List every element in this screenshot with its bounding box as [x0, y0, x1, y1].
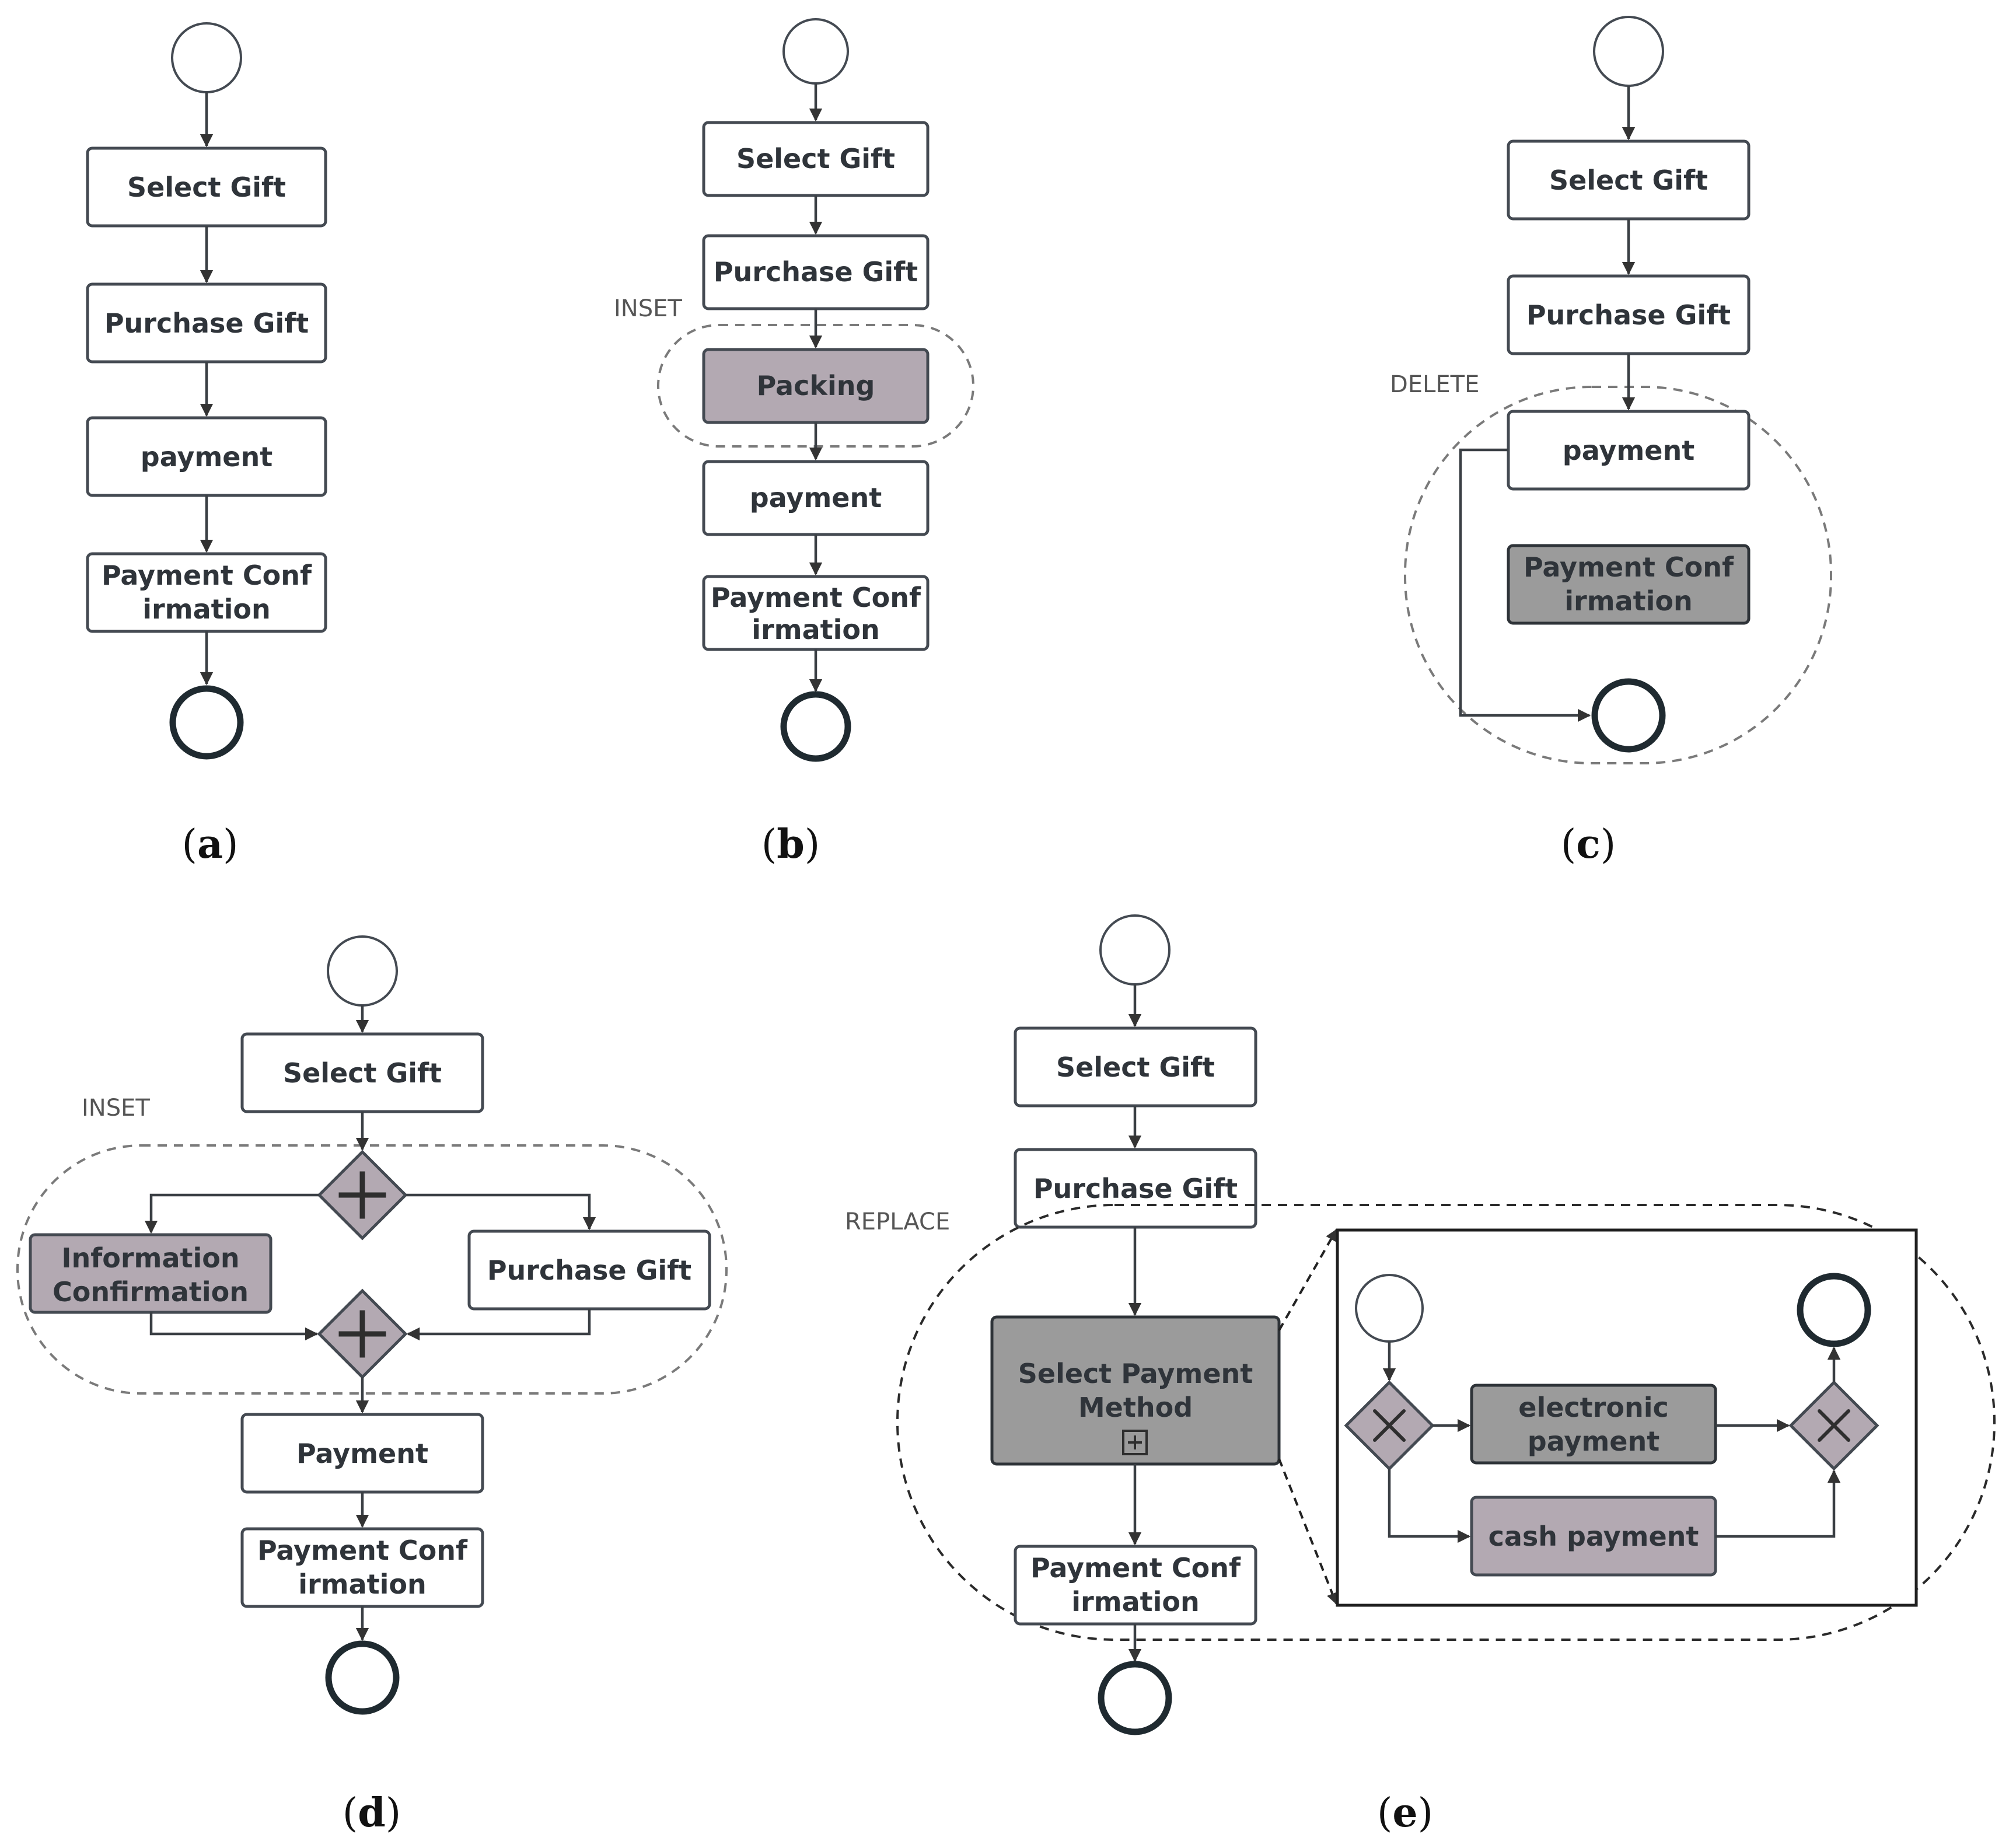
- task-label: irmation: [1564, 585, 1693, 617]
- task-label: Purchase Gift: [1526, 299, 1731, 331]
- end-event: [169, 685, 244, 760]
- panel-caption: (a): [181, 821, 238, 868]
- parallel-join-gateway: [317, 1288, 408, 1379]
- panel-c: Select Gift Purchase Gift DELETE payment…: [1390, 16, 1832, 868]
- panel-caption: (e): [1377, 1790, 1433, 1836]
- task-label: Purchase Gift: [104, 308, 309, 339]
- expansion-connector: [1278, 1229, 1337, 1331]
- task-label: Packing: [757, 370, 875, 401]
- task-label: Confirmation: [53, 1276, 249, 1308]
- replace-group-boundary: [896, 1204, 1996, 1641]
- task-label: irmation: [752, 614, 880, 645]
- panel-e: Select Gift Purchase Gift REPLACE Select…: [845, 914, 1996, 1836]
- task-label: Select Payment: [1018, 1358, 1253, 1389]
- expansion-connector: [1278, 1458, 1338, 1605]
- end-event: [780, 691, 851, 762]
- sequence-flow: [1388, 1469, 1471, 1543]
- task-electronic-payment: [1470, 1384, 1717, 1465]
- exclusive-join-gateway: [1788, 1380, 1879, 1471]
- task-label: Payment Conf: [257, 1535, 468, 1566]
- end-event: [1797, 1273, 1871, 1347]
- bypass-sequence-flow: [1459, 448, 1591, 722]
- subprocess-expand-icon: [1122, 1430, 1148, 1455]
- delete-group-boundary: [1404, 386, 1832, 764]
- change-pattern-tag: DELETE: [1390, 371, 1479, 398]
- change-pattern-tag: REPLACE: [845, 1208, 950, 1235]
- task-label: payment: [750, 482, 882, 513]
- task-label: irmation: [1071, 1586, 1200, 1618]
- panel-caption: (c): [1561, 821, 1616, 868]
- task-label: Payment Conf: [102, 560, 312, 591]
- task-label: electronic: [1518, 1392, 1669, 1423]
- task-label: payment: [1563, 435, 1694, 466]
- task-label: payment: [1528, 1426, 1659, 1457]
- parallel-split-gateway: [317, 1150, 408, 1241]
- start-event: [782, 18, 849, 85]
- task-label: Select Gift: [283, 1057, 442, 1089]
- task-label: Select Gift: [1549, 165, 1708, 196]
- sequence-flow: [406, 1309, 591, 1341]
- end-event: [325, 1640, 400, 1715]
- start-event: [171, 22, 242, 93]
- task-label: Payment Conf: [711, 582, 921, 613]
- end-event: [1098, 1661, 1172, 1735]
- panel-d: Select Gift INSET Information Confirmati…: [16, 935, 728, 1836]
- start-event: [327, 935, 398, 1007]
- sequence-flow: [1715, 1469, 1841, 1538]
- panel-a: Select Gift Purchase Gift payment Paymen…: [86, 22, 327, 868]
- task-label: Method: [1078, 1392, 1193, 1423]
- task-label: cash payment: [1489, 1521, 1699, 1552]
- change-pattern-tag: INSET: [82, 1095, 150, 1122]
- task-label: Payment Conf: [1524, 551, 1734, 583]
- task-payment-confirmation-deleted: [1507, 544, 1751, 625]
- sequence-flow: [149, 1312, 319, 1341]
- task-label: Select Gift: [1056, 1051, 1215, 1083]
- task-label: Select Gift: [127, 172, 286, 203]
- start-event: [1593, 16, 1664, 87]
- task-label: Purchase Gift: [714, 256, 918, 288]
- task-label: Payment Conf: [1030, 1552, 1241, 1584]
- task-label: Payment: [296, 1438, 428, 1469]
- start-event: [1099, 914, 1171, 986]
- insert-group-boundary: [16, 1144, 728, 1395]
- change-pattern-tag: INSET: [614, 295, 682, 322]
- start-event: [1355, 1274, 1424, 1343]
- task-label: payment: [141, 441, 272, 473]
- panel-b: Select Gift Purchase Gift INSET Packing …: [614, 18, 974, 868]
- sequence-flow: [144, 1193, 319, 1234]
- task-label: irmation: [298, 1568, 427, 1600]
- end-event: [1591, 678, 1666, 753]
- task-label: Purchase Gift: [487, 1255, 691, 1286]
- panel-caption: (b): [761, 821, 820, 868]
- task-label: Information: [61, 1242, 239, 1274]
- task-label: irmation: [142, 593, 271, 625]
- task-label: Select Gift: [736, 143, 895, 174]
- task-label: Purchase Gift: [1033, 1173, 1238, 1204]
- sequence-flow: [406, 1193, 596, 1231]
- panel-caption: (d): [343, 1790, 401, 1836]
